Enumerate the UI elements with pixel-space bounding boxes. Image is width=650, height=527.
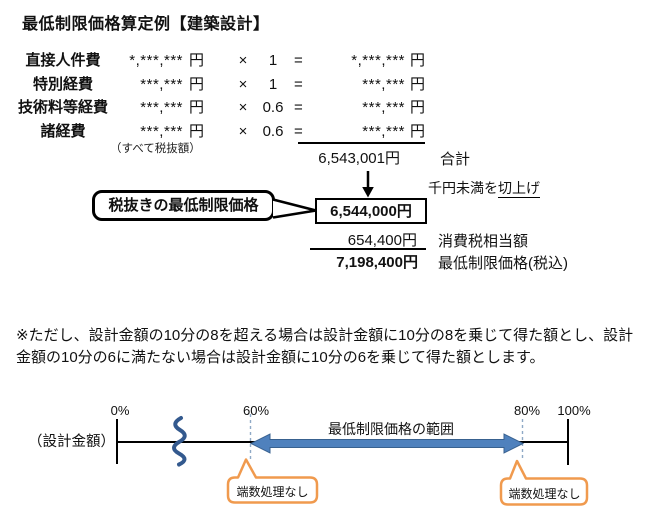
times-sign: × (238, 122, 248, 140)
tax-exclusive-note: （すべて税抜額） (110, 143, 201, 155)
tick-label-60: 60% (242, 403, 270, 418)
rounding-note-underlined: 切上げ (498, 180, 540, 198)
footnote: ※ただし、設計金額の10分の8を超える場合は設計金額に10分の8を乗じて得た額と… (16, 325, 641, 369)
row-multiplier: 1 (268, 75, 278, 93)
total-label: 最低制限価格(税込) (438, 255, 568, 272)
equals-sign: = (294, 99, 303, 116)
equals-sign: = (294, 52, 303, 69)
subtotal-value: 6,543,001円 (318, 150, 400, 167)
yen-unit: 円 (410, 99, 426, 116)
yen-unit: 円 (189, 99, 205, 116)
down-arrow-head (362, 187, 374, 198)
row-amount: ***,*** (140, 122, 183, 140)
times-sign: × (238, 52, 248, 69)
row-result: *,***,*** (351, 52, 405, 69)
footnote-line-2: 金額の10分の6に満たない場合は設計金額に10分の6を乗じて得た額とします。 (16, 349, 545, 366)
row-label: 技術料等経費 (17, 99, 108, 116)
page-title: 最低制限価格算定例【建築設計】 (22, 16, 270, 33)
row-multiplier: 1 (268, 52, 278, 69)
yen-unit: 円 (410, 52, 426, 69)
callout-right-label: 端数処理なし (508, 487, 581, 501)
callout-tail (272, 198, 318, 219)
tick-label-80: 80% (513, 403, 541, 418)
axis-label: （設計金額） (28, 434, 115, 450)
row-multiplier: 0.6 (262, 122, 284, 140)
row-label: 特別経費 (32, 75, 93, 93)
calc-row-technical-fee: 技術料等経費 ***,*** 円 × 0.6 = ***,*** 円 (0, 99, 450, 116)
times-sign: × (238, 75, 248, 93)
equals-sign: = (294, 122, 303, 140)
consumption-tax-label: 消費税相当額 (438, 233, 529, 250)
yen-unit: 円 (189, 75, 205, 93)
rounding-note: 千円未満を切上げ (428, 178, 540, 198)
subtotal-label: 合計 (440, 151, 471, 168)
yen-unit: 円 (410, 75, 426, 93)
consumption-tax-value: 654,400円 (347, 232, 417, 249)
total-rule (310, 248, 426, 250)
tick-label-0: 0% (110, 403, 130, 418)
calc-row-special-expense: 特別経費 ***,*** 円 × 1 = ***,*** 円 (0, 76, 450, 93)
tick-label-100: 100% (557, 403, 591, 418)
row-label: 直接人件費 (25, 52, 101, 69)
total-value: 7,198,400円 (336, 254, 418, 271)
range-label: 最低制限価格の範囲 (328, 421, 454, 437)
row-amount: *,***,*** (129, 52, 183, 69)
axis-break-squiggle (172, 416, 187, 467)
rounded-price-box: 6,544,000円 (315, 198, 427, 224)
row-label: 諸経費 (40, 122, 86, 140)
yen-unit: 円 (410, 122, 426, 140)
times-sign: × (238, 99, 248, 116)
row-multiplier: 0.6 (262, 99, 284, 116)
calc-row-misc-expense: 諸経費 ***,*** 円 × 0.6 = ***,*** 円 (0, 123, 450, 140)
row-result: ***,*** (362, 122, 405, 140)
footnote-line-1: ※ただし、設計金額の10分の8を超える場合は設計金額に10分の8を乗じて得た額と… (16, 327, 634, 344)
row-result: ***,*** (362, 99, 405, 116)
callout-left-label: 端数処理なし (236, 485, 309, 499)
tax-excluded-price-callout: 税抜きの最低制限価格 (92, 190, 275, 221)
subtotal-rule (298, 142, 425, 144)
row-result: ***,*** (362, 75, 405, 93)
calc-row-direct-labor: 直接人件費 *,***,*** 円 × 1 = *,***,*** 円 (0, 52, 450, 69)
rounding-note-prefix: 千円未満を (428, 180, 498, 196)
row-amount: ***,*** (140, 75, 183, 93)
yen-unit: 円 (189, 122, 205, 140)
equals-sign: = (294, 75, 303, 93)
row-amount: ***,*** (140, 99, 183, 116)
yen-unit: 円 (189, 52, 205, 69)
